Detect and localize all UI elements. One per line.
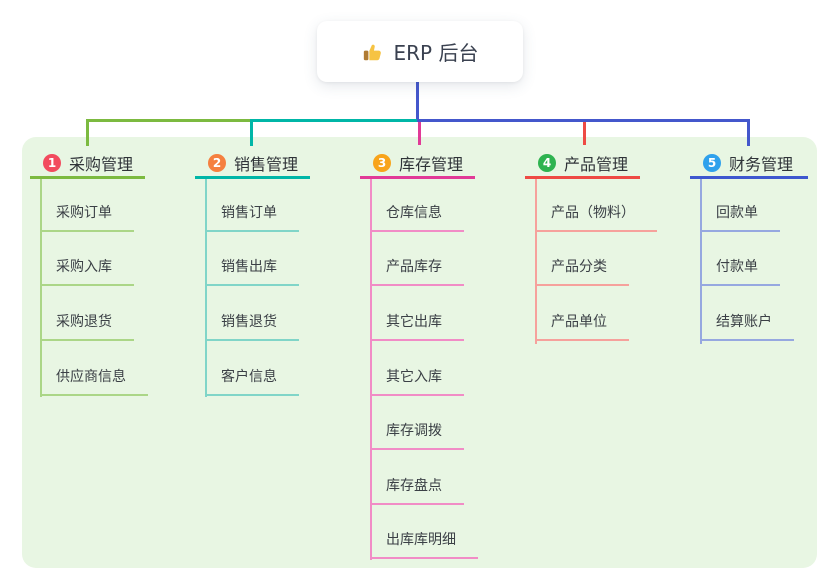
- branch-purchase: 1 采购管理 采购订单 采购入库 采购退货 供应商信息: [30, 149, 148, 397]
- branch-inventory: 3 库存管理 仓库信息 产品库存 其它出库 其它入库 库存调拨 库存盘点 出库库…: [360, 149, 478, 560]
- child-node[interactable]: 其它入库: [370, 368, 464, 396]
- branch-header-inventory[interactable]: 3 库存管理: [360, 149, 475, 179]
- thumbs-up-icon: [362, 41, 384, 63]
- child-node[interactable]: 客户信息: [205, 368, 299, 396]
- child-node[interactable]: 采购入库: [40, 258, 134, 286]
- connector-drop-product: [583, 122, 586, 145]
- branch-child-connector: [370, 179, 372, 560]
- child-node[interactable]: 仓库信息: [370, 204, 464, 232]
- branch-header-finance[interactable]: 5 财务管理: [690, 149, 808, 179]
- branch-header-product[interactable]: 4 产品管理: [525, 149, 640, 179]
- child-node[interactable]: 产品库存: [370, 258, 464, 286]
- branch-title: 库存管理: [399, 154, 464, 174]
- connector-drop-sales: [250, 119, 253, 146]
- branch-product: 4 产品管理 产品（物料） 产品分类 产品单位: [525, 149, 657, 344]
- child-node[interactable]: 其它出库: [370, 313, 464, 341]
- child-node[interactable]: 采购退货: [40, 313, 134, 341]
- child-node[interactable]: 供应商信息: [40, 368, 148, 396]
- child-node[interactable]: 产品单位: [535, 313, 629, 341]
- branch-header-purchase[interactable]: 1 采购管理: [30, 149, 145, 179]
- child-node[interactable]: 销售订单: [205, 204, 299, 232]
- child-node[interactable]: 采购订单: [40, 204, 134, 232]
- branch-child-connector: [535, 179, 537, 344]
- connector-root-vertical: [416, 82, 419, 120]
- branch-title: 采购管理: [69, 154, 134, 174]
- branch-child-connector: [40, 179, 42, 397]
- connector-drop-purchase: [86, 119, 89, 146]
- connector-drop-inventory: [418, 122, 421, 145]
- child-node[interactable]: 库存盘点: [370, 477, 464, 505]
- connector-drop-finance: [747, 119, 750, 146]
- child-node[interactable]: 库存调拨: [370, 422, 464, 450]
- child-node[interactable]: 产品（物料）: [535, 204, 657, 232]
- child-node[interactable]: 销售退货: [205, 313, 299, 341]
- branch-title: 产品管理: [564, 154, 629, 174]
- branch-sales: 2 销售管理 销售订单 销售出库 销售退货 客户信息: [195, 149, 310, 397]
- child-node[interactable]: 结算账户: [700, 313, 794, 341]
- child-node[interactable]: 回款单: [700, 204, 780, 232]
- branch-badge: 2: [208, 153, 226, 172]
- branch-badge: 4: [538, 153, 556, 172]
- child-node[interactable]: 产品分类: [535, 258, 629, 286]
- branch-child-connector: [205, 179, 207, 397]
- root-node[interactable]: ERP 后台: [317, 21, 523, 82]
- branch-badge: 1: [43, 153, 61, 172]
- child-node[interactable]: 付款单: [700, 258, 780, 286]
- branches-panel: [22, 137, 817, 568]
- child-node[interactable]: 销售出库: [205, 258, 299, 286]
- child-node[interactable]: 出库库明细: [370, 531, 478, 559]
- connector-horizontal-teal: [250, 119, 420, 122]
- branch-child-connector: [700, 179, 702, 344]
- branch-badge: 5: [703, 153, 721, 172]
- branch-header-sales[interactable]: 2 销售管理: [195, 149, 310, 179]
- branch-title: 财务管理: [729, 154, 794, 174]
- branch-badge: 3: [373, 153, 391, 172]
- branch-finance: 5 财务管理 回款单 付款单 结算账户: [690, 149, 808, 344]
- connector-horizontal-blue: [417, 119, 750, 122]
- branch-title: 销售管理: [234, 154, 299, 174]
- root-node-label: ERP 后台: [393, 41, 479, 65]
